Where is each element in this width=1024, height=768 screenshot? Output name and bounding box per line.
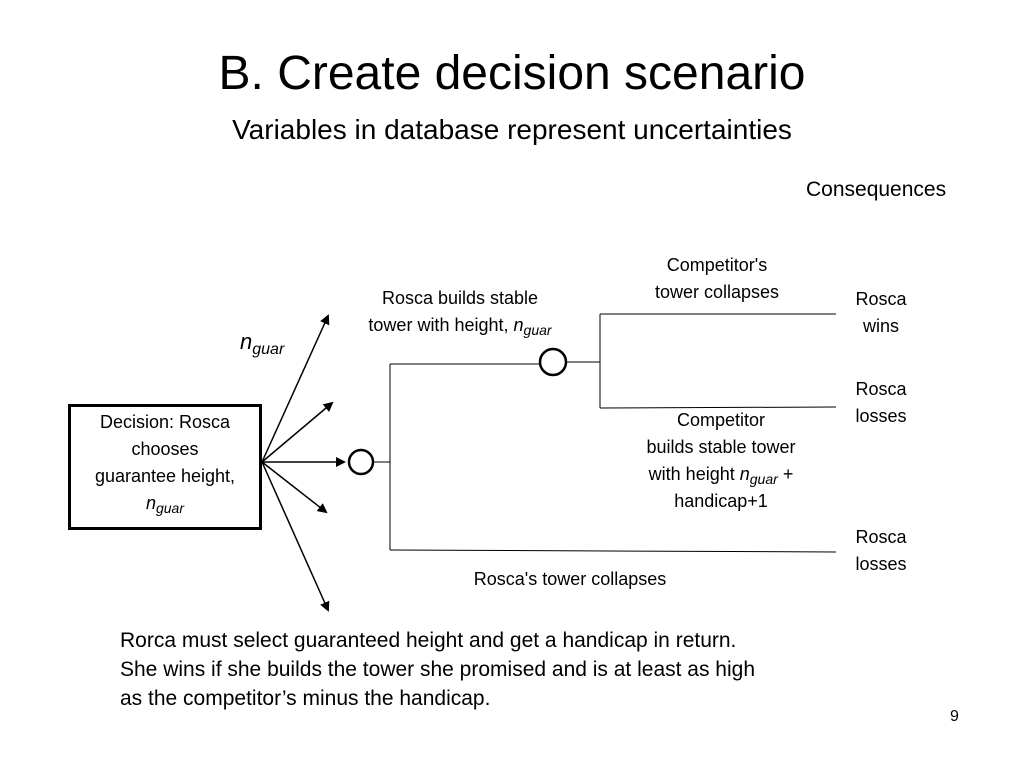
explanation-note: Rorca must select guaranteed height and … — [120, 629, 756, 710]
outcome-rosca-wins: Rosca wins — [855, 289, 907, 336]
branch-label-rosca-stable: Rosca builds stable tower with height, n… — [368, 288, 552, 338]
consequences-heading: Consequences — [806, 178, 947, 201]
branch-label-competitor-collapse: Competitor's tower collapses — [654, 255, 780, 302]
outcome-rosca-losses: Rosca losses — [855, 379, 907, 426]
slide-title: B. Create decision scenario — [218, 47, 806, 100]
page-number: 9 — [950, 708, 959, 725]
option-arrow — [261, 401, 334, 463]
option-arrow — [261, 461, 330, 612]
decision-line: guarantee height, — [94, 466, 236, 486]
branch-label-rosca-collapse: Rosca's tower collapses — [473, 569, 667, 589]
rosca-branch-lines — [373, 363, 837, 553]
decision-line: Decision: Rosca — [99, 412, 231, 432]
branch-label-competitor-builds: Competitor builds stable tower with heig… — [646, 410, 796, 511]
decision-node-box: Decision: Rosca chooses guarantee height… — [68, 404, 262, 530]
competitor-branch-lines — [566, 313, 837, 409]
slide-subtitle: Variables in database represent uncertai… — [232, 114, 792, 145]
option-arrow — [261, 461, 328, 514]
chance-node-competitor — [538, 347, 568, 377]
option-arrow — [261, 314, 330, 463]
decision-line: chooses — [131, 439, 199, 459]
decision-option-arrows — [261, 314, 346, 612]
option-variable-label: nguar — [240, 329, 285, 358]
chance-node-rosca — [347, 448, 375, 476]
outcome-rosca-losses: Rosca losses — [855, 527, 907, 574]
decision-variable: nguar — [145, 493, 185, 516]
